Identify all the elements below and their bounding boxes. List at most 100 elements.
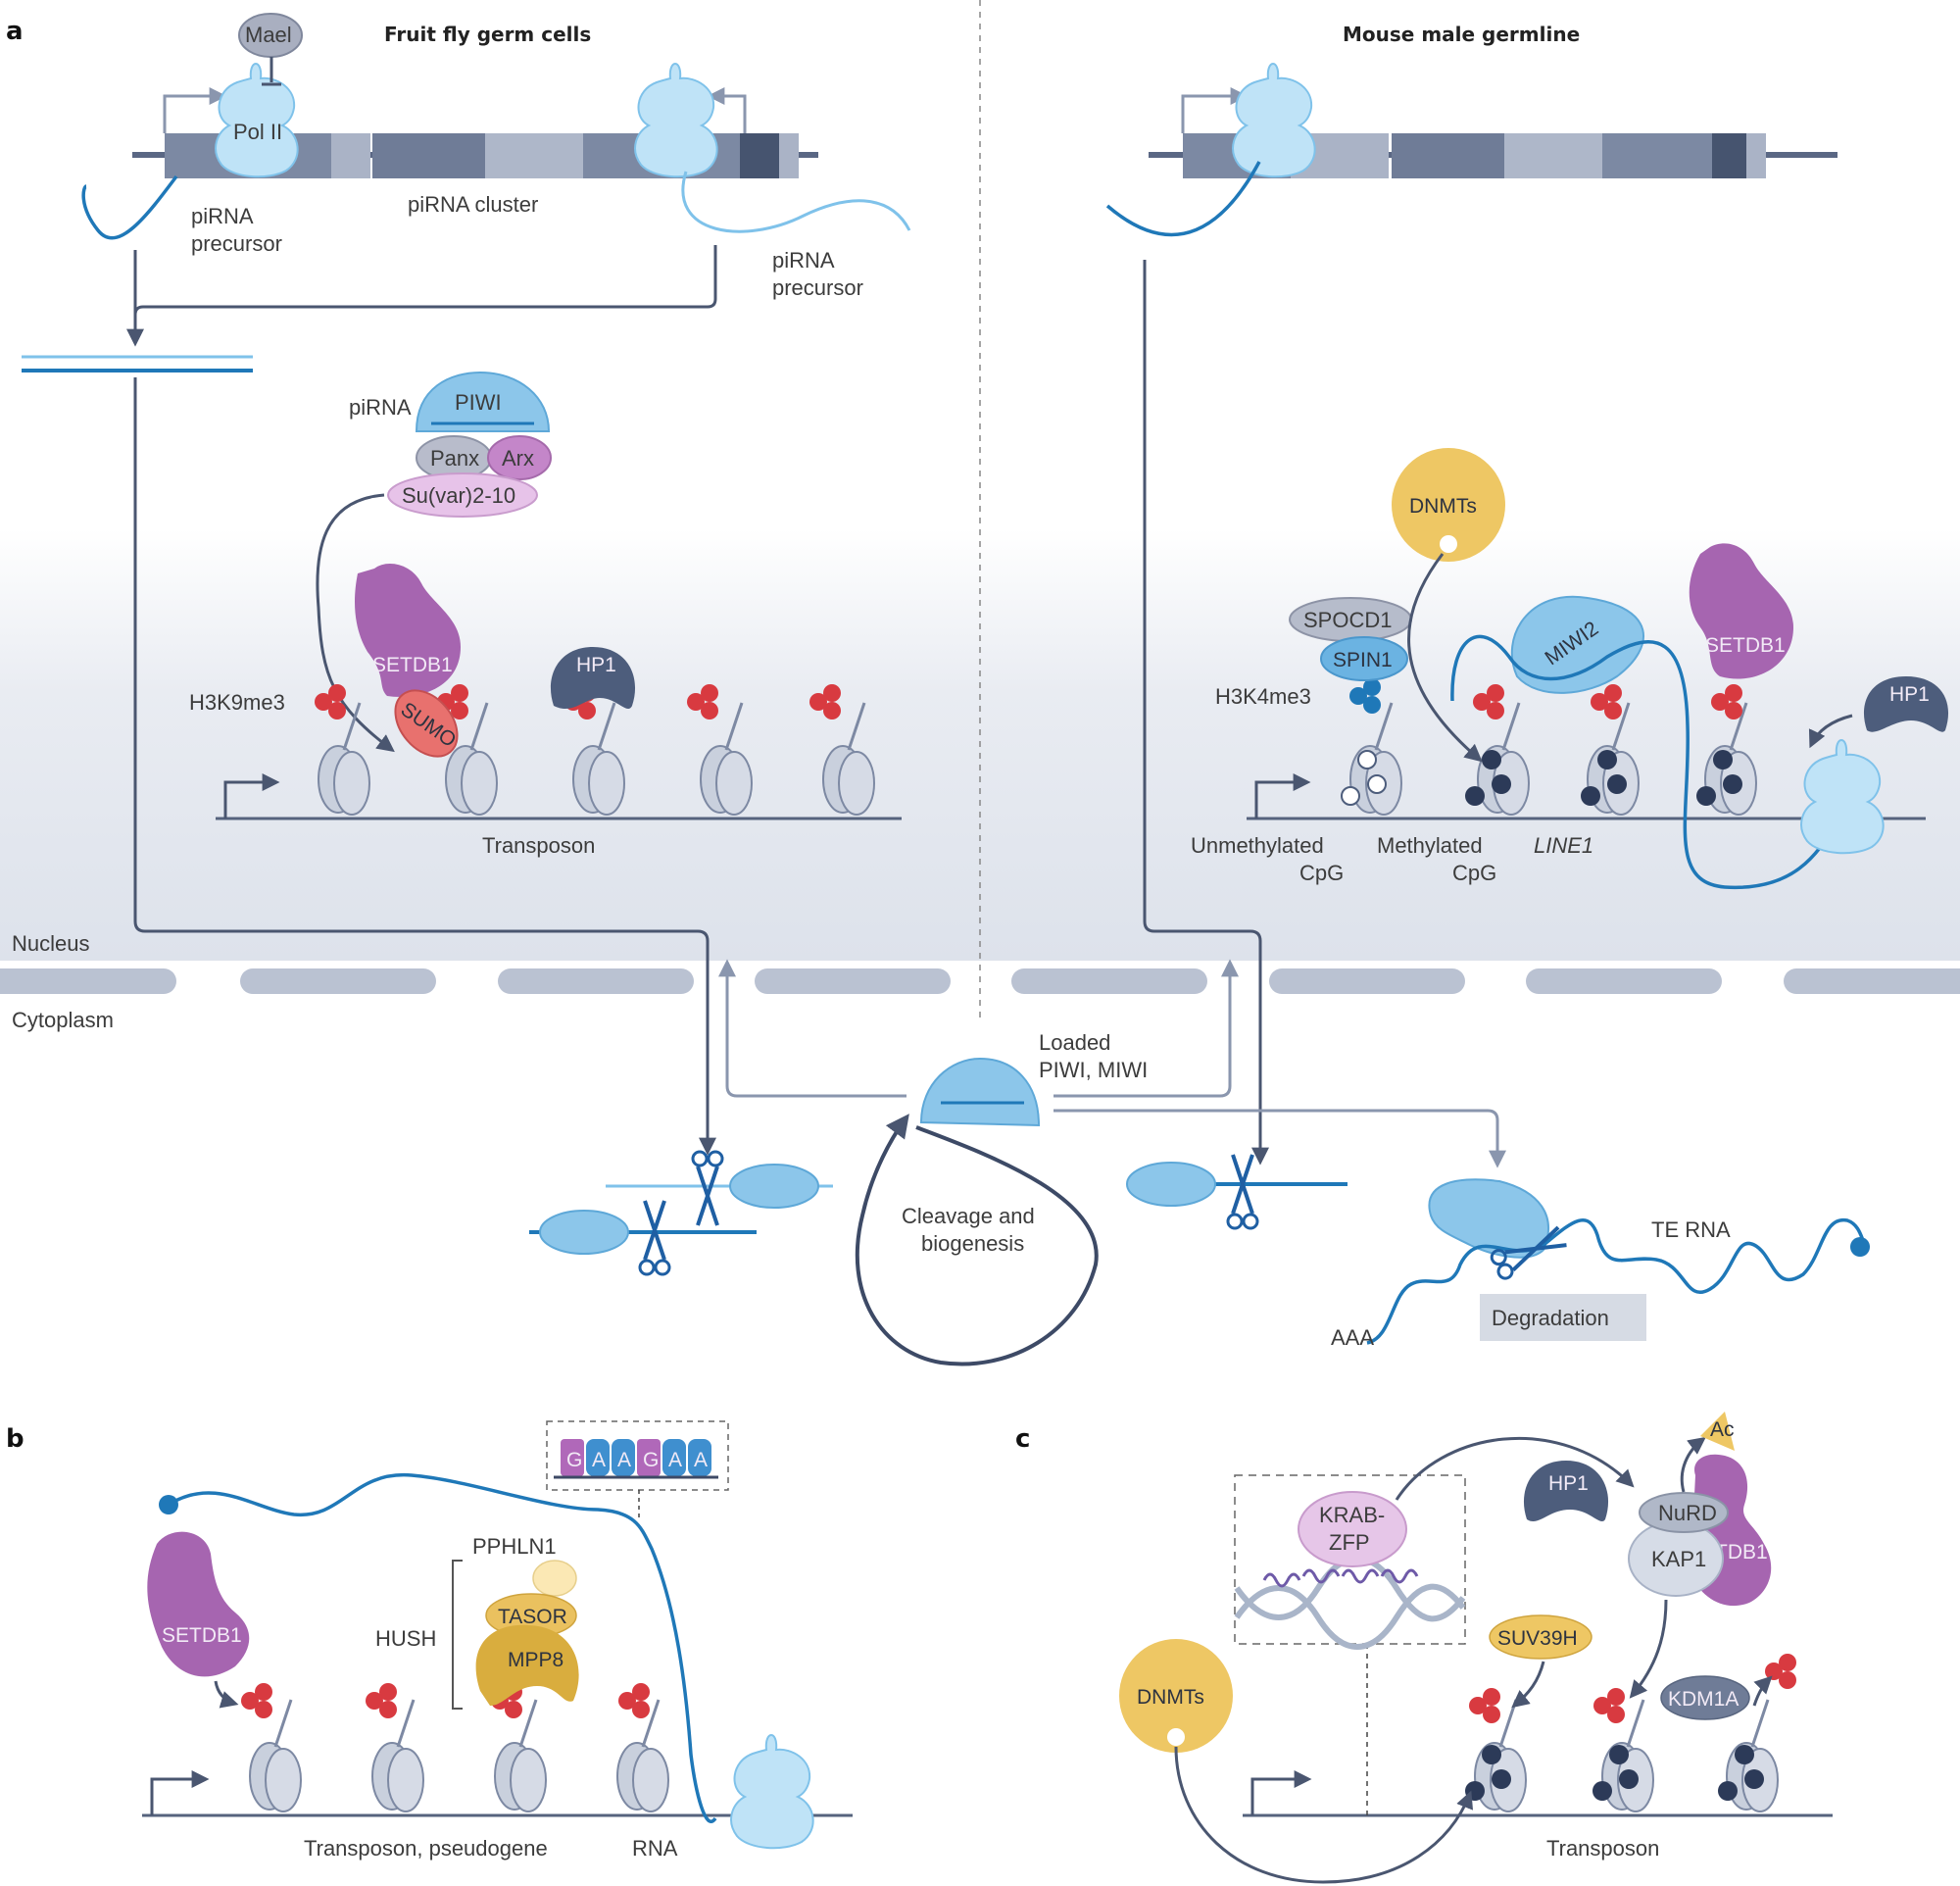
precursor-left-l2: precursor <box>191 231 282 256</box>
tasor-label: TASOR <box>498 1606 567 1628</box>
flow-join-line <box>133 245 717 316</box>
pirna-label: piRNA <box>349 395 412 420</box>
ac-label: Ac <box>1710 1418 1735 1441</box>
arx-protein <box>487 435 552 480</box>
motif-inset-box <box>546 1420 729 1491</box>
suvar-recruit-arrow <box>316 493 395 753</box>
nucleosome-b3 <box>493 1698 548 1813</box>
nucleus-label: Nucleus <box>12 931 89 956</box>
setdb1-b <box>147 1531 250 1677</box>
krab-l1: KRAB- <box>1319 1503 1385 1527</box>
pirna-cluster-label: piRNA cluster <box>408 192 538 217</box>
methylated-l2: CpG <box>1452 861 1496 885</box>
mael-label: Mael <box>245 23 292 47</box>
te-rna-label: TE RNA <box>1651 1217 1731 1242</box>
nascent-line1-rna <box>1450 634 1844 890</box>
c-h3k9me3-2 <box>1593 1688 1625 1723</box>
title-fruit-fly: Fruit fly germ cells <box>384 23 591 46</box>
c-h3k9me3-removed <box>1765 1654 1796 1689</box>
fly-transposon-tss <box>223 773 280 819</box>
suv39h-protein <box>1489 1614 1592 1660</box>
title-mouse: Mouse male germline <box>1343 23 1580 46</box>
line1-tss <box>1254 773 1311 819</box>
pphln1-label: PPHLN1 <box>472 1534 557 1559</box>
dnmts-c-label: DNMTs <box>1137 1686 1204 1709</box>
piwi-protein <box>415 371 551 432</box>
dnmts-c-pocket <box>1167 1728 1185 1746</box>
acetyl-mark <box>1700 1412 1735 1451</box>
krab-recruit-arrow <box>1395 1436 1635 1501</box>
unmethylated-cpg-dots <box>1341 750 1387 806</box>
suvar-label: Su(var)2-10 <box>402 483 515 508</box>
panel-label-c: c <box>1015 1424 1030 1454</box>
degradation-arrow <box>1054 1109 1506 1168</box>
unmethylated-l2: CpG <box>1299 861 1344 885</box>
b-transposon-label: Transposon, pseudogene <box>304 1836 548 1861</box>
gaagaa-motif <box>554 1439 718 1479</box>
deacetylation-arrow <box>1680 1436 1706 1493</box>
degradation-label: Degradation <box>1492 1306 1609 1330</box>
krab-l2: ZFP <box>1329 1530 1370 1555</box>
fly-export-line <box>133 377 716 1156</box>
dnmts-mouse-label: DNMTs <box>1409 495 1477 518</box>
methylated-l1: Methylated <box>1377 833 1483 858</box>
nuclear-envelope <box>0 968 1960 994</box>
setdb1-mouse-label: SETDB1 <box>1705 634 1786 657</box>
loaded-l1: Loaded <box>1039 1030 1110 1055</box>
dnmts-c <box>1119 1639 1233 1753</box>
methylated-cpg-dots <box>1465 750 1742 806</box>
cycle-center-l1: Cleavage and <box>902 1204 1035 1228</box>
c-h3k9me3-1 <box>1469 1688 1500 1723</box>
nucleosome-b1 <box>248 1698 303 1813</box>
setdb1-mouse <box>1689 543 1793 679</box>
spin1-label: SPIN1 <box>1333 649 1393 671</box>
polya-label: AAA <box>1331 1325 1374 1350</box>
kdm1a-protein <box>1660 1675 1750 1720</box>
suv39h-label: SUV39H <box>1497 1627 1578 1650</box>
motif-base-4: G <box>643 1449 659 1471</box>
motif-base-3: A <box>617 1449 631 1471</box>
h3k9me3-label: H3K9me3 <box>189 690 285 715</box>
motif-base-5: A <box>668 1449 682 1471</box>
scissors-1 <box>691 1150 724 1227</box>
nucleosome-b2 <box>370 1698 425 1813</box>
kap1-to-chromatin-arrow <box>1629 1599 1668 1699</box>
cycle-center-l2: biogenesis <box>921 1231 1024 1256</box>
arx-label: Arx <box>502 446 534 471</box>
mouse-tss-arrow <box>1181 87 1249 133</box>
fly-transposon-label: Transposon <box>482 833 595 858</box>
pol-ii-label: Pol II <box>233 120 282 144</box>
piwi-label: PIWI <box>455 390 502 415</box>
c-methyl-dots <box>1465 1745 1764 1801</box>
pol-ii-b <box>730 1734 814 1850</box>
b-h3k9me3-4 <box>618 1683 650 1718</box>
setdb1-b-label: SETDB1 <box>162 1624 242 1647</box>
panel-label-a: a <box>6 17 24 46</box>
hp1-mouse <box>1863 676 1949 732</box>
hp1-mouse-label: HP1 <box>1889 683 1930 706</box>
hp1-fly-label: HP1 <box>576 654 616 676</box>
hush-target-tss <box>150 1770 210 1815</box>
pphln1-protein <box>532 1560 577 1597</box>
dnmts-c-arrow <box>1174 1746 1473 1884</box>
line1-label: LINE1 <box>1534 833 1593 858</box>
b-h3k9me3-2 <box>366 1683 397 1718</box>
pirna-precursor-left <box>81 174 178 240</box>
scissors-3 <box>1226 1153 1259 1230</box>
h3k4me3-label: H3K4me3 <box>1215 684 1311 709</box>
tss-arrow-left <box>163 87 227 133</box>
mouse-export-line <box>1143 260 1269 1166</box>
precursor-right-l2: precursor <box>772 275 863 300</box>
mpp8-protein <box>475 1624 579 1706</box>
piwi-bound-2 <box>539 1210 629 1255</box>
piwi-bound-1 <box>729 1164 819 1209</box>
panel-label-b: b <box>6 1424 24 1454</box>
zinc-finger-domains <box>1262 1568 1419 1588</box>
scissors-2 <box>638 1199 671 1276</box>
piwi-bound-3 <box>1126 1162 1216 1207</box>
pirna-precursor-right <box>681 171 911 233</box>
cytoplasm-label: Cytoplasm <box>12 1008 114 1032</box>
precursor-right-l1: piRNA <box>772 248 835 273</box>
krab-zfp-protein <box>1298 1491 1407 1567</box>
